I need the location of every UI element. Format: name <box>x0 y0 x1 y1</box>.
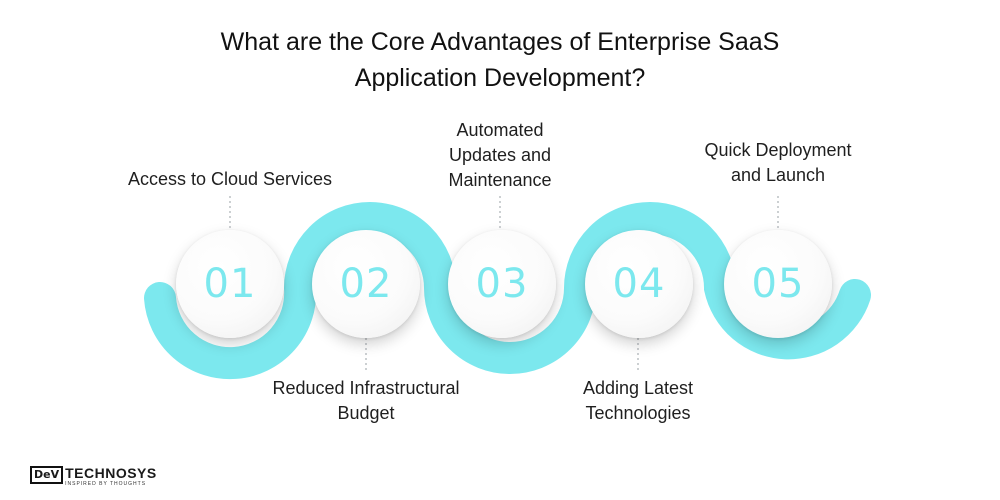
step-label-01-line-1: Access to Cloud Services <box>127 169 333 189</box>
step-label-02: Reduced Infrastructural Budget <box>246 376 486 426</box>
title-line-2: Application Development? <box>354 64 646 92</box>
step-label-05-line-1: Quick Deployment <box>704 140 852 160</box>
step-circle-01: 01 <box>176 230 284 338</box>
step-label-03-line-3: Maintenance <box>448 170 552 190</box>
step-label-03: Automated Updates and Maintenance <box>400 118 600 193</box>
step-label-02-line-2: Budget <box>337 403 395 423</box>
step-label-01: Access to Cloud Services <box>100 167 360 192</box>
step-label-04: Adding Latest Technologies <box>528 376 748 426</box>
brand-logo: DeV TECHNOSYS INSPIRED BY THOUGHTS <box>30 466 157 492</box>
wave-path <box>144 202 871 380</box>
step-number-01: 01 <box>203 261 257 307</box>
logo-word: TECHNOSYS <box>65 465 157 481</box>
step-label-03-line-2: Updates and <box>448 145 552 165</box>
step-circle-02: 02 <box>312 230 420 338</box>
logo-box: DeV <box>30 466 64 484</box>
step-label-05: Quick Deployment and Launch <box>668 138 888 188</box>
step-circle-03: 03 <box>448 230 556 338</box>
step-label-04-line-2: Technologies <box>585 403 691 423</box>
page-title: What are the Core Advantages of Enterpri… <box>0 24 1000 96</box>
step-label-02-line-1: Reduced Infrastructural <box>272 378 460 398</box>
step-number-04: 04 <box>612 261 666 307</box>
step-label-05-line-2: and Launch <box>730 165 826 185</box>
step-number-03: 03 <box>475 261 529 307</box>
title-line-1: What are the Core Advantages of Enterpri… <box>220 28 780 56</box>
step-number-05: 05 <box>751 261 805 307</box>
step-circle-05: 05 <box>724 230 832 338</box>
step-circle-04: 04 <box>585 230 693 338</box>
logo-text: TECHNOSYS INSPIRED BY THOUGHTS <box>65 465 157 488</box>
step-number-02: 02 <box>339 261 393 307</box>
logo-tagline: INSPIRED BY THOUGHTS <box>65 481 147 487</box>
step-label-03-line-1: Automated <box>456 120 544 140</box>
step-label-04-line-1: Adding Latest <box>582 378 694 398</box>
